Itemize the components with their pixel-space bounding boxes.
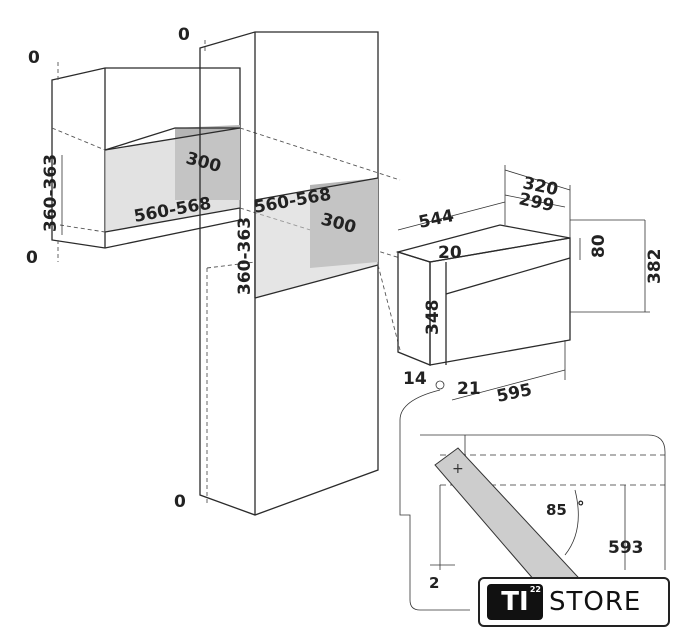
dim-oven-total-height: 382 xyxy=(645,249,665,285)
logo-word: STORE xyxy=(549,587,642,617)
logo-superscript: 22 xyxy=(529,585,541,594)
dim-oven-front-thickness: 21 xyxy=(457,379,481,399)
tall-cabinet xyxy=(199,31,401,516)
dim-oven-panel-height: 80 xyxy=(589,234,609,258)
dim-oven-body-height: 348 xyxy=(423,300,443,336)
dim-oven-bottom-offset: 14 xyxy=(403,369,427,389)
logo-mark: TI 22 xyxy=(487,584,543,620)
dim-tall-top-gap: 0 xyxy=(178,25,190,45)
dim-upper-niche-height: 360-363 xyxy=(41,154,61,232)
store-logo: TI 22 STORE xyxy=(478,577,670,627)
svg-text:+: + xyxy=(452,461,464,477)
dim-door-gap: 2 xyxy=(429,574,439,592)
dim-oven-width: 595 xyxy=(495,380,534,407)
degree-symbol: ° xyxy=(577,498,585,516)
dim-oven-top-offset: 20 xyxy=(438,243,462,263)
dim-door-angle: 85 xyxy=(546,501,567,519)
dim-tall-niche-height: 360-363 xyxy=(235,217,255,295)
upper-wall-cabinet xyxy=(51,62,401,262)
dim-tall-bottom-gap: 0 xyxy=(174,492,186,512)
door-detail-inset: + xyxy=(399,389,666,611)
dim-oven-body-depth: 544 xyxy=(417,206,456,233)
dim-upper-top-gap: 0 xyxy=(28,48,40,68)
dim-door-open-height: 593 xyxy=(608,538,644,558)
dim-upper-bottom-gap: 0 xyxy=(26,248,38,268)
oven xyxy=(395,165,650,401)
logo-main-text: TI xyxy=(501,587,529,617)
